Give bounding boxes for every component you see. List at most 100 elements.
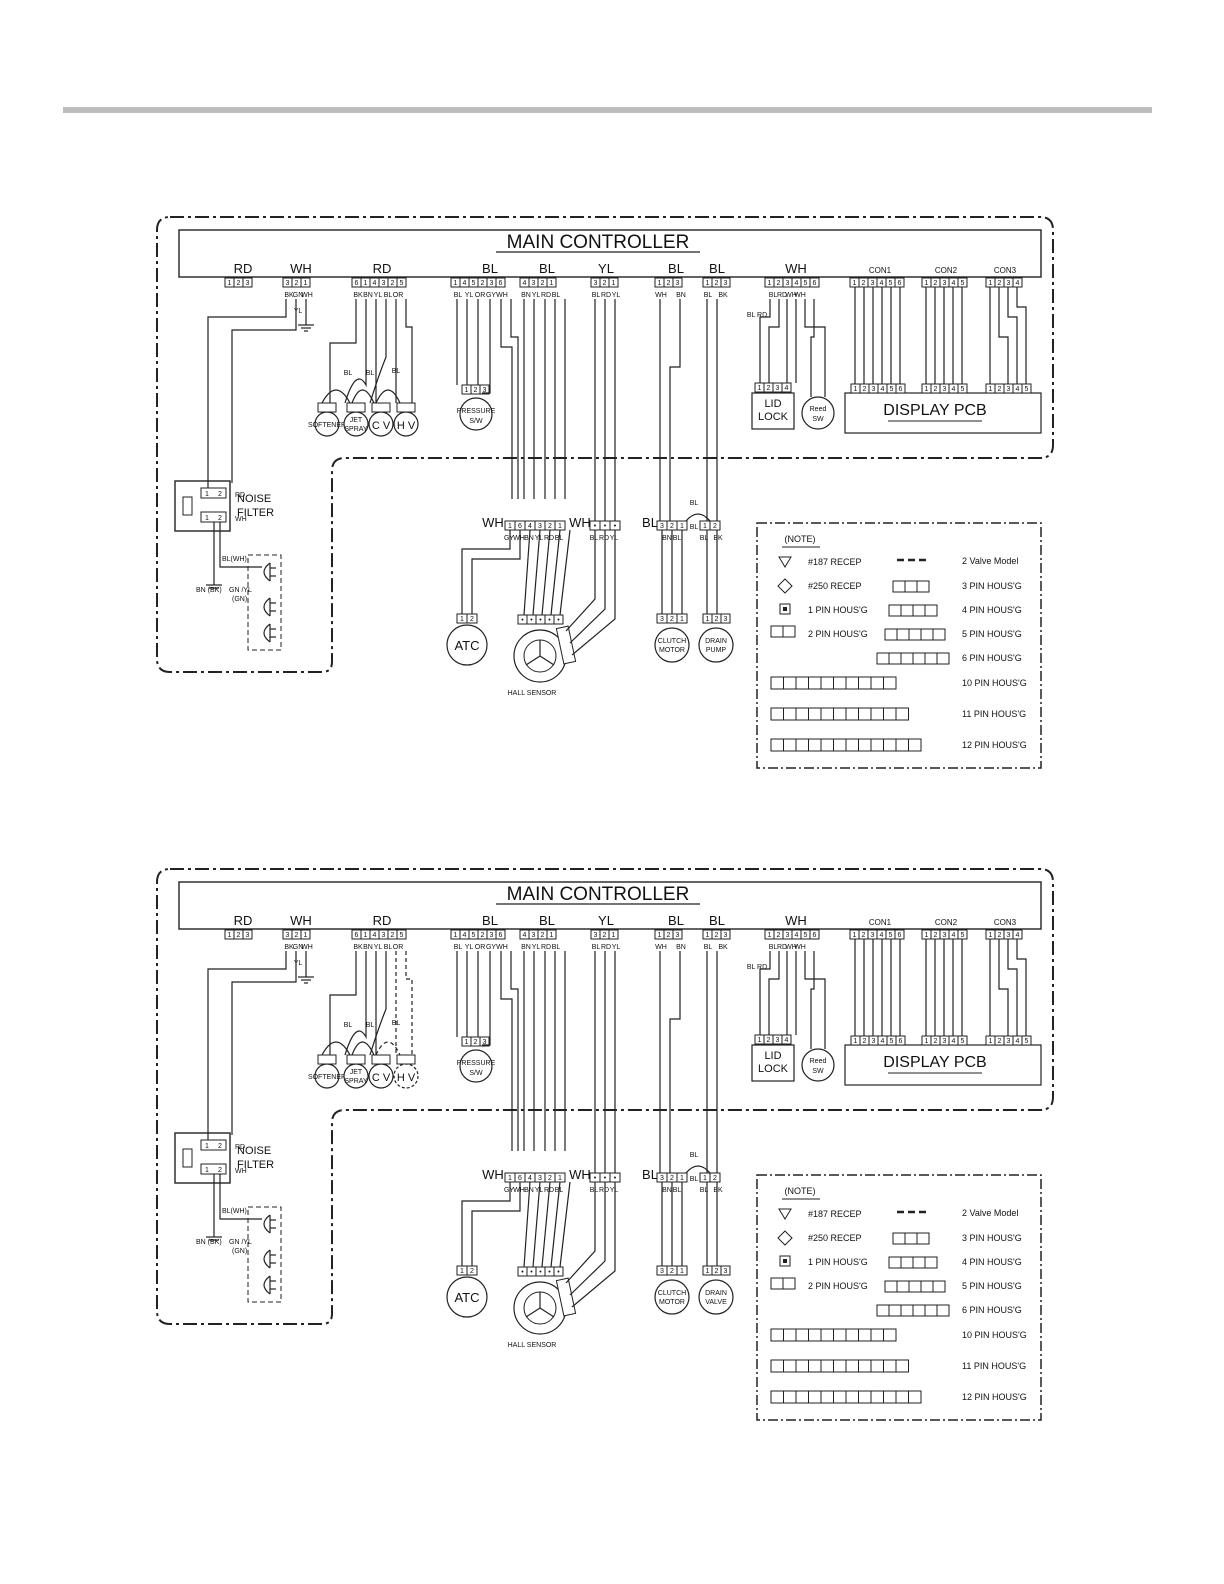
- lid-lock-box: [751, 392, 795, 430]
- pin-number: 4: [881, 386, 885, 393]
- wire-color-tag: YL: [465, 944, 474, 951]
- pin-number: 2: [541, 932, 545, 939]
- pin-number: •: [604, 1175, 607, 1182]
- pin-number: 2: [767, 1037, 771, 1044]
- note-item: 1 PIN HOUS'G: [808, 1257, 868, 1267]
- note-item: 2 Valve Model: [962, 1208, 1018, 1218]
- wire: [482, 951, 491, 1046]
- pin-number: 1: [854, 1038, 858, 1045]
- pin-number: 4: [528, 523, 532, 530]
- wire: [669, 951, 681, 1173]
- wire-color-tag: BL: [700, 535, 709, 542]
- pin-number: 4: [523, 280, 527, 287]
- pin-number: 1: [925, 280, 929, 287]
- wire: [510, 299, 519, 499]
- connector-label: WH: [785, 261, 807, 276]
- pin-number: 1: [228, 280, 232, 287]
- pin-number: •: [557, 1269, 560, 1276]
- pin-number: 4: [881, 1038, 885, 1045]
- header-rule: [63, 107, 1152, 113]
- housing-pin: [820, 1328, 834, 1342]
- connector-pin: [396, 277, 407, 288]
- pin-number: 3: [246, 932, 250, 939]
- wire: [375, 389, 401, 404]
- note-item: 12 PIN HOUS'G: [962, 740, 1027, 750]
- connector-pin: [720, 1265, 731, 1276]
- pin2-symbol: [770, 625, 784, 638]
- housing-pin: [876, 652, 890, 665]
- wire-color-tag: WH: [655, 292, 667, 299]
- wire: [471, 1182, 521, 1266]
- wire: [344, 951, 367, 1056]
- pin-number: 1: [508, 1175, 512, 1182]
- connector-pin: [672, 277, 683, 288]
- pin-number: 2: [481, 932, 485, 939]
- pin-number: 5: [400, 932, 404, 939]
- wire-color-tag: BL: [590, 535, 599, 542]
- wire-color-tag: BL(WH): [222, 1208, 247, 1215]
- plug-symbol: [263, 597, 271, 617]
- pin-number: 2: [863, 386, 867, 393]
- pin-number: 1: [228, 932, 232, 939]
- pin-number: 1: [758, 1037, 762, 1044]
- pin-number: 4: [785, 385, 789, 392]
- pin-number: 3: [532, 280, 536, 287]
- pin-number: 6: [518, 1175, 522, 1182]
- wire-color-tag: BL: [769, 292, 778, 299]
- pin-number: 2: [474, 387, 478, 394]
- housing-pin: [770, 707, 784, 721]
- note-item: 3 PIN HOUS'G: [962, 1233, 1022, 1243]
- wire: [685, 1165, 711, 1174]
- housing-pin: [895, 738, 909, 752]
- pin-number: 4: [785, 1037, 789, 1044]
- pin-number: 4: [463, 280, 467, 287]
- valve-label: JET: [350, 1069, 363, 1076]
- wire-color-tag: YL: [612, 944, 621, 951]
- pin-number: 1: [454, 932, 458, 939]
- note-item: 2 PIN HOUS'G: [808, 629, 868, 639]
- nf-pin-label: RD: [235, 1144, 245, 1151]
- wire-color-tag: GN: [293, 944, 304, 951]
- housing-pin: [888, 1256, 902, 1269]
- connector-pin: [466, 1265, 478, 1276]
- housing-pin: [845, 676, 859, 690]
- wire: [759, 951, 771, 1035]
- pin-number: 4: [880, 280, 884, 287]
- pressure-label: S/W: [469, 1070, 483, 1077]
- note-item: 6 PIN HOUS'G: [962, 1305, 1022, 1315]
- wire-color-tag: WH: [513, 535, 525, 542]
- wire-color-tag: WH: [496, 292, 508, 299]
- connector-pin: [546, 277, 557, 288]
- wire-color-tag: YL: [532, 292, 541, 299]
- wire: [565, 530, 596, 632]
- housing-pin: [820, 676, 834, 690]
- wire-color-tag: RD: [599, 1187, 609, 1194]
- housing-pin: [883, 1328, 897, 1342]
- wire-color-tag: WH: [301, 292, 313, 299]
- wire-color-tag: BL: [392, 1020, 401, 1027]
- pin-number: 1: [989, 386, 993, 393]
- pin-number: 1: [680, 523, 684, 530]
- housing-pin: [870, 1390, 884, 1404]
- valve-2: C V: [368, 402, 394, 437]
- connector-pin: [242, 277, 253, 288]
- noise-filter-label: NOISE: [237, 1145, 271, 1157]
- pin-number: 1: [706, 932, 710, 939]
- pin-number: 5: [961, 932, 965, 939]
- wire-color-tag: BK: [353, 292, 363, 299]
- housing-pin: [936, 652, 950, 665]
- housing-pin: [912, 652, 926, 665]
- housing-pin: [808, 1328, 822, 1342]
- note-item: 10 PIN HOUS'G: [962, 678, 1027, 688]
- housing-pin: [883, 1359, 897, 1373]
- wire: [804, 951, 826, 1049]
- housing-pin: [920, 628, 934, 641]
- pin-number: •: [548, 617, 551, 624]
- pin-number: 1: [658, 280, 662, 287]
- wire: [1007, 287, 1018, 384]
- pin-number: 3: [490, 280, 494, 287]
- pin-number: 3: [943, 1038, 947, 1045]
- nf-resistor: [182, 1148, 193, 1168]
